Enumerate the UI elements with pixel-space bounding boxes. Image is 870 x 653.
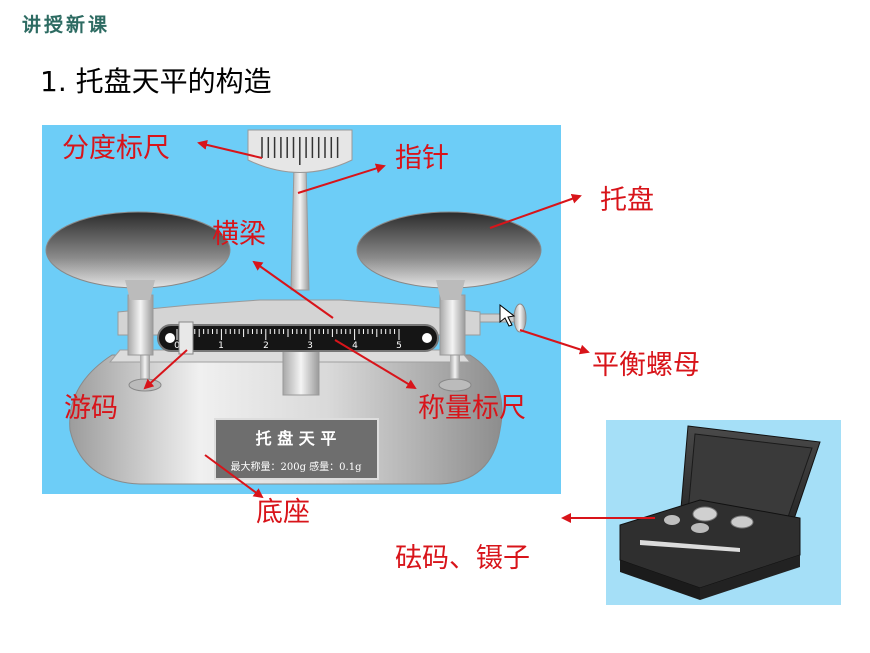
label-scale-plate: 分度标尺 [62, 133, 170, 164]
page-title: 1. 托盘天平的构造 [40, 65, 272, 98]
right-pan [356, 211, 542, 300]
arrow-scale-plate [197, 139, 263, 159]
label-base: 底座 [256, 497, 310, 528]
left-pan [45, 211, 231, 300]
scale-num-3: 3 [307, 341, 313, 351]
scale-num-2: 2 [263, 341, 269, 351]
scale-num-5: 5 [396, 341, 402, 351]
label-balance-nut: 平衡螺母 [592, 350, 700, 381]
arrow-rider [143, 349, 188, 390]
scale-num-0: 0 [174, 341, 180, 351]
label-rider: 游码 [64, 393, 118, 424]
index-scale-plate [247, 129, 353, 173]
label-beam: 横梁 [212, 219, 266, 250]
name-plate: 托 盘 天 平 最大称量：200g 感量：0.1g [214, 418, 379, 480]
annotation-arrows [143, 139, 655, 523]
balance-nut[interactable] [479, 303, 527, 333]
beam-scale: 0 1 2 3 4 5 [157, 321, 439, 355]
arrow-base [204, 454, 264, 499]
plate-ticks [261, 137, 339, 165]
plate-spec: 最大称量：200g 感量：0.1g [231, 460, 363, 473]
arrow-balance-nut [519, 329, 590, 355]
arrow-beam [252, 260, 334, 319]
label-pointer: 指针 [395, 143, 449, 174]
label-beam-scale: 称量标尺 [418, 393, 526, 424]
arrow-pan [489, 193, 582, 229]
scale-num-4: 4 [352, 341, 358, 351]
plate-title: 托 盘 天 平 [256, 429, 337, 448]
arrow-pointer [297, 163, 386, 194]
weights-box [606, 420, 841, 605]
arrow-beam-scale [334, 339, 417, 390]
pointer [290, 164, 310, 291]
rider[interactable] [178, 321, 194, 355]
label-pan: 托盘 [600, 185, 654, 216]
label-weights: 砝码、镊子 [395, 543, 530, 574]
section-header: 讲授新课 [22, 14, 111, 36]
scale-num-1: 1 [218, 341, 224, 351]
